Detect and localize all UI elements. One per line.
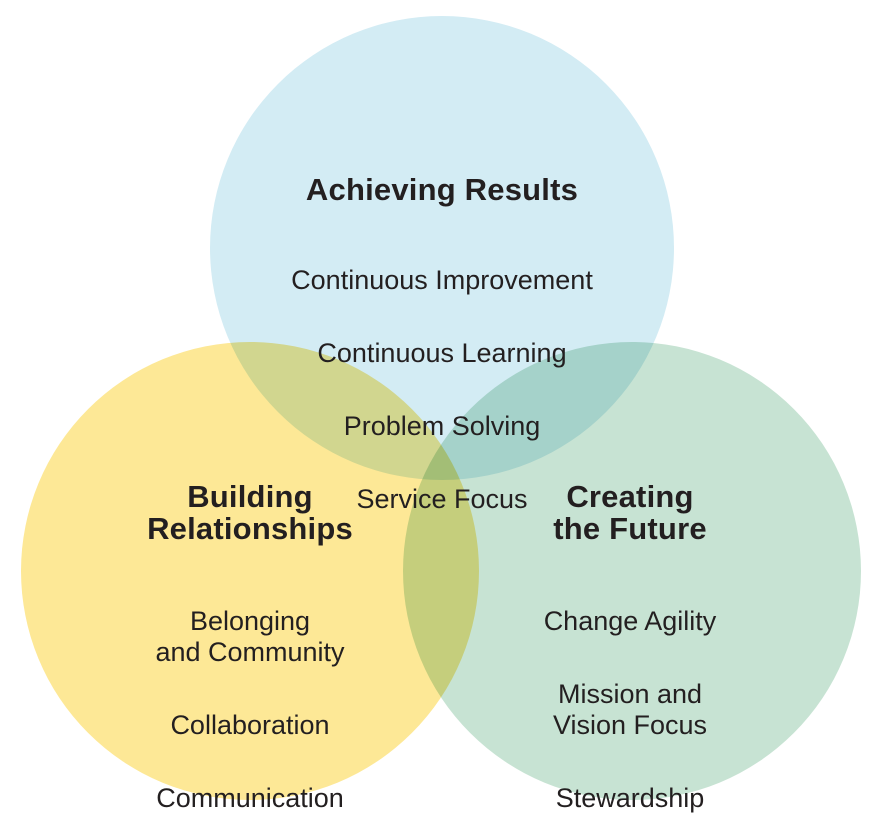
circle-creating-the-future xyxy=(403,342,861,800)
label-block-building-relationships: Building Relationships Belonging and Com… xyxy=(60,463,440,825)
list-item: Communication xyxy=(156,783,344,813)
item-list-achieving-results: Continuous Improvement Continuous Learni… xyxy=(212,234,672,546)
list-item: Service Focus xyxy=(356,484,528,514)
circle-title-achieving-results: Achieving Results xyxy=(305,172,579,207)
list-item: Problem Solving xyxy=(343,411,541,441)
list-item: Collaboration xyxy=(170,710,330,740)
list-item: Mission and Vision Focus xyxy=(552,679,708,740)
label-block-creating-the-future: Creating the Future Change Agility Missi… xyxy=(440,463,820,825)
list-item: Continuous Improvement xyxy=(291,265,593,295)
item-list-creating-the-future: Change Agility Mission and Vision Focus … xyxy=(440,575,820,825)
list-item: Stewardship xyxy=(555,783,705,813)
label-block-achieving-results: Achieving Results Continuous Improvement… xyxy=(212,156,672,564)
circle-title-creating-the-future: Creating the Future xyxy=(553,479,707,546)
list-item: Change Agility xyxy=(543,606,717,636)
list-item: Continuous Learning xyxy=(317,338,567,368)
list-item: Belonging and Community xyxy=(155,606,345,667)
item-list-building-relationships: Belonging and Community Collaboration Co… xyxy=(60,575,440,825)
circle-title-building-relationships: Building Relationships xyxy=(147,479,353,546)
circle-building-relationships xyxy=(21,342,479,800)
